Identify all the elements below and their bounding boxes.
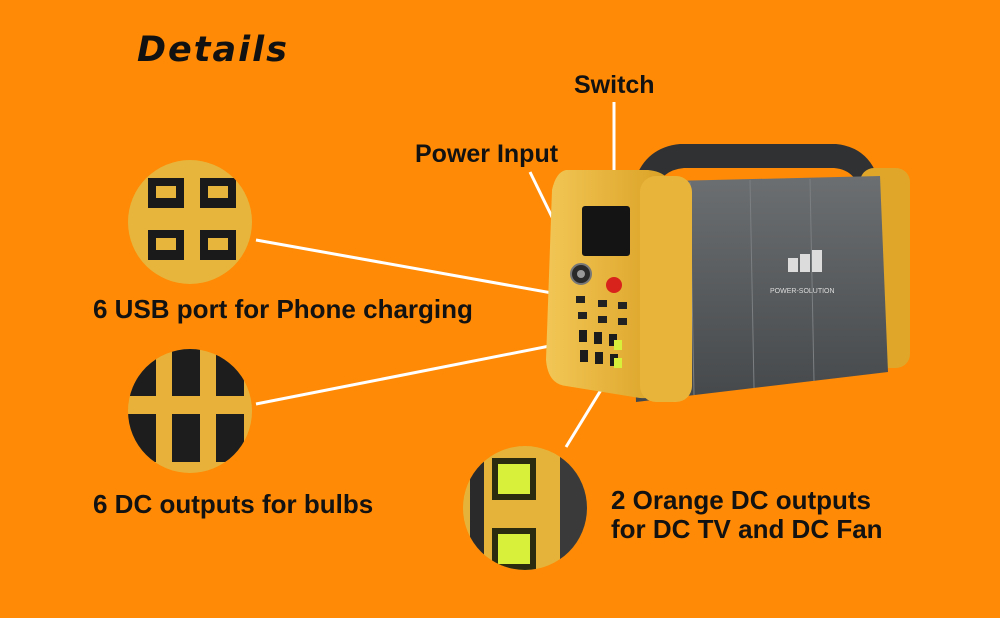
- switch-button: [606, 277, 622, 293]
- brand-text: POWER-SOLUTION: [770, 288, 835, 295]
- orange-dc-port-1: [614, 340, 622, 350]
- label-orange-dc-line2: for DC TV and DC Fan: [611, 514, 883, 544]
- usb-zoom-circle: [128, 160, 252, 284]
- orange-dc-zoom-circle: [463, 446, 587, 570]
- details-title: Details: [137, 30, 289, 70]
- lcd-screen: [582, 206, 630, 256]
- label-power-input: Power Input: [415, 140, 559, 168]
- handle: [632, 144, 882, 198]
- callout-usb: [255, 238, 581, 300]
- label-usb-ports: 6 USB port for Phone charging: [93, 294, 473, 324]
- label-orange-dc: 2 Orange DC outputs for DC TV and DC Fan: [611, 486, 883, 544]
- power-station-device: POWER-SOLUTION: [546, 144, 910, 402]
- dc-bulb-zoom-circle: [128, 349, 252, 473]
- label-orange-dc-line1: 2 Orange DC outputs: [611, 485, 872, 515]
- brand-logo-icon: [788, 250, 822, 272]
- label-switch: Switch: [574, 71, 655, 99]
- orange-dc-port-2: [614, 358, 622, 368]
- label-dc-bulbs: 6 DC outputs for bulbs: [93, 489, 374, 519]
- device-body: [630, 176, 888, 402]
- callout-dc: [255, 338, 581, 406]
- usb-ports: [576, 296, 627, 325]
